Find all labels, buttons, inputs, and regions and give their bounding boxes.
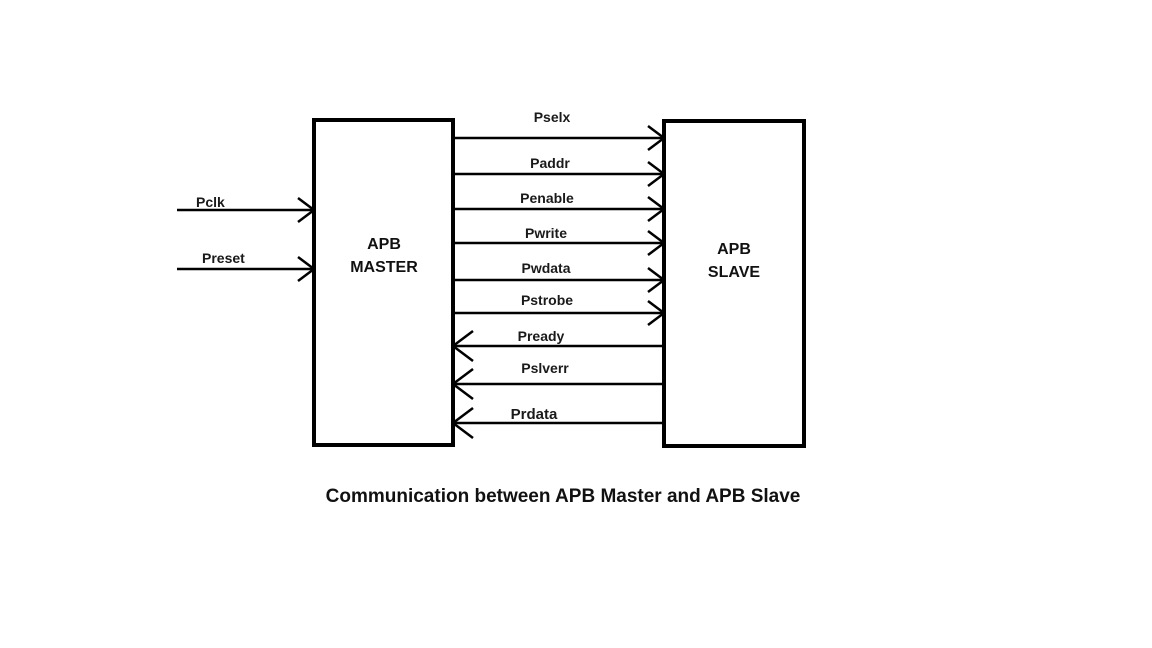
prdata-arrowhead [450,407,474,439]
pslverr-arrowhead [450,368,474,400]
input-signal-pclk: Pclk [177,194,317,223]
pready-label: Pready [518,328,565,344]
pclk-arrowhead [297,197,317,223]
pclk-label: Pclk [196,194,225,210]
penable-label: Penable [520,190,574,206]
signal-pstrobe: Pstrobe [453,292,667,326]
slave-block [662,119,806,448]
preset-arrowhead [297,256,317,282]
signal-paddr: Paddr [453,155,667,187]
pready-arrowhead [450,330,474,362]
diagram-caption: Communication between APB Master and APB… [325,486,801,507]
preset-label: Preset [202,250,245,266]
master-label-line1: APB [367,236,401,253]
signal-pslverr: Pslverr [450,360,664,400]
signal-pwrite: Pwrite [453,225,667,256]
input-signal-preset: Preset [177,250,317,282]
penable-arrowhead [647,196,667,222]
pwrite-label: Pwrite [525,225,567,241]
slave-label-line1: APB [717,241,751,258]
pwdata-label: Pwdata [521,260,570,276]
pselx-label: Pselx [534,109,571,125]
signal-penable: Penable [453,190,667,222]
pstrobe-label: Pstrobe [521,292,573,308]
master-block [312,118,455,447]
paddr-arrowhead [647,161,667,187]
pselx-arrowhead [647,125,667,151]
master-label-line2: MASTER [350,259,418,276]
signal-pready: Pready [450,328,664,362]
pwrite-arrowhead [647,230,667,256]
signal-prdata: Prdata [450,406,664,439]
pslverr-label: Pslverr [521,360,569,376]
signal-pwdata: Pwdata [453,260,667,293]
pwdata-arrowhead [647,267,667,293]
slave-label-line2: SLAVE [708,264,760,281]
prdata-label: Prdata [511,406,558,423]
paddr-label: Paddr [530,155,570,171]
signal-pselx: Pselx [453,109,667,151]
pstrobe-arrowhead [647,300,667,326]
